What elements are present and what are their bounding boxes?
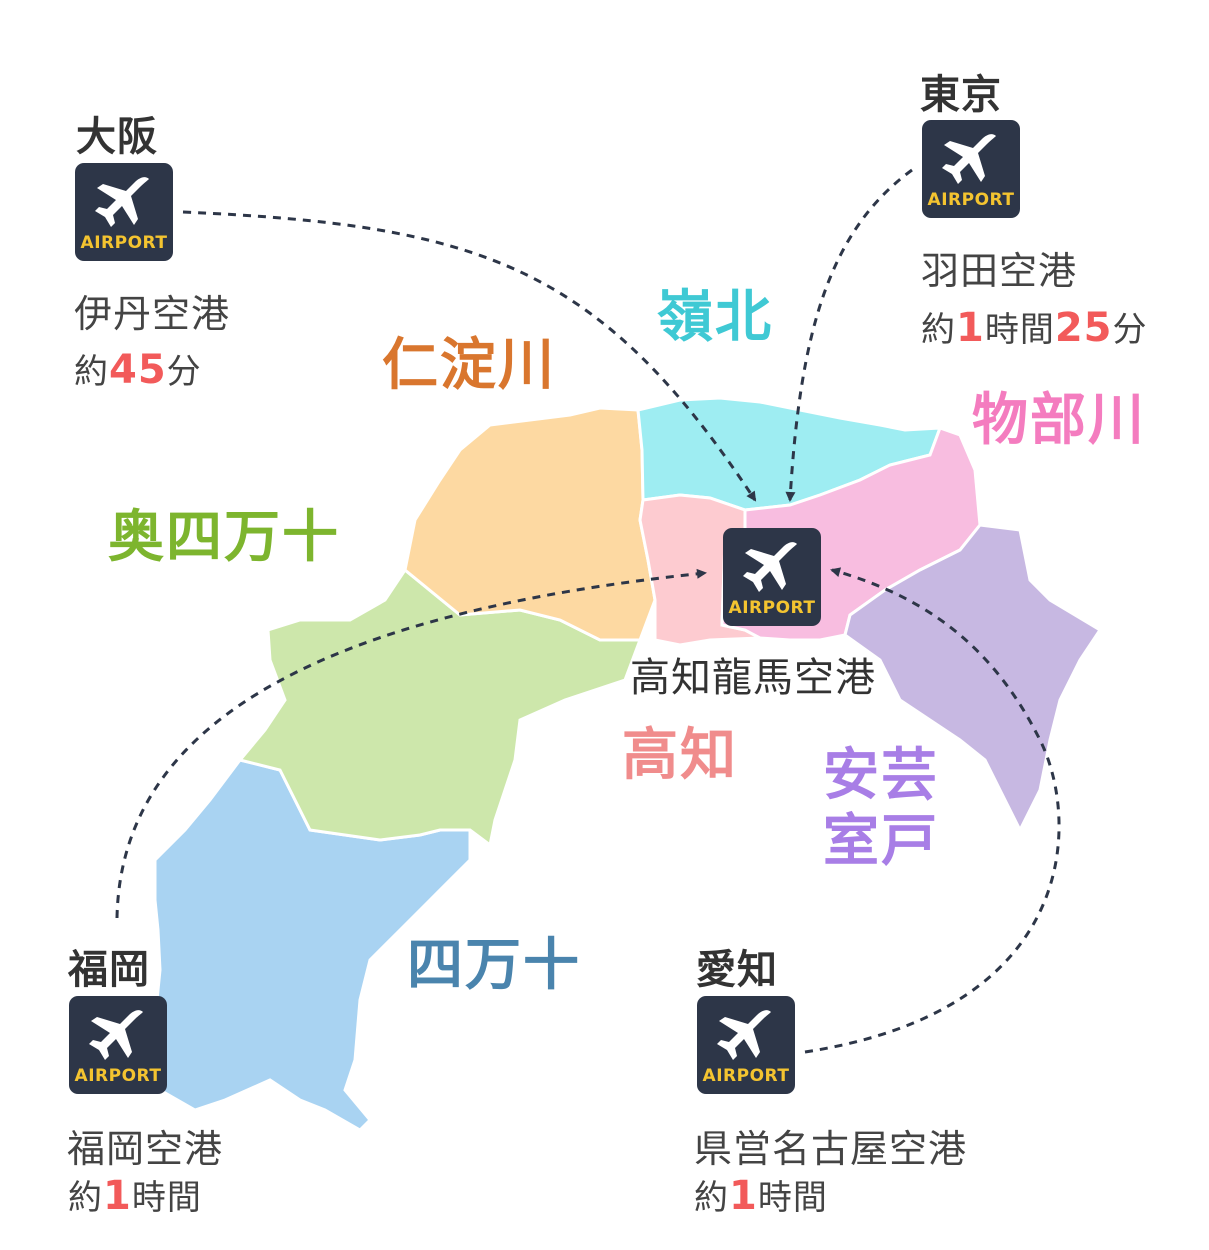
region-label-niyodogawa: 仁淀川 xyxy=(382,333,556,398)
region-area-aki-muroto xyxy=(843,523,1103,834)
time-number: 45 xyxy=(109,347,167,393)
region-label-monobegawa: 物部川 xyxy=(972,388,1146,453)
time-unit: 時間 xyxy=(757,1178,828,1218)
icon-label: AIRPORT xyxy=(927,190,1015,210)
airport-name-fukuoka: 福岡空港 xyxy=(67,1127,224,1171)
icon-label: AIRPORT xyxy=(702,1066,790,1086)
airport-icon-hub: AIRPORT xyxy=(723,528,821,626)
time-unit: 分 xyxy=(166,352,202,392)
airplane-icon xyxy=(717,1010,771,1060)
route-line-tokyo xyxy=(785,168,913,502)
airport-name-tokyo: 羽田空港 xyxy=(921,249,1078,293)
time-prefix: 約 xyxy=(921,310,956,350)
route-line-osaka xyxy=(182,210,757,502)
time-number: 1 xyxy=(729,1173,758,1219)
icon-label: AIRPORT xyxy=(80,233,168,253)
time-prefix: 約 xyxy=(694,1178,729,1218)
airport-icon-tokyo: AIRPORT xyxy=(922,120,1020,218)
region-area-niyodogawa xyxy=(403,406,657,642)
time-number: 1 xyxy=(103,1173,132,1219)
airport-name-aichi: 県営名古屋空港 xyxy=(694,1127,968,1171)
airplane-icon xyxy=(95,177,149,227)
icon-label: AIRPORT xyxy=(74,1066,162,1086)
region-label-aki-muroto: 安芸 室戸 xyxy=(823,743,939,875)
city-label-tokyo: 東京 xyxy=(920,72,1002,118)
airport-icon-osaka: AIRPORT xyxy=(75,163,173,261)
airport-icon-aichi: AIRPORT xyxy=(697,996,795,1094)
time-number: 1 xyxy=(956,305,985,351)
city-label-fukuoka: 福岡 xyxy=(68,947,150,993)
hub-airport-name: 高知龍馬空港 xyxy=(630,655,876,701)
route-line-fukuoka xyxy=(115,568,707,919)
airplane-icon xyxy=(743,542,797,592)
region-label-kochi: 高知 xyxy=(622,723,738,788)
region-label-okushimanto: 奥四万十 xyxy=(108,505,340,570)
airport-name-osaka: 伊丹空港 xyxy=(74,292,231,336)
time-prefix: 約 xyxy=(74,352,109,392)
region-label-reihoku: 嶺北 xyxy=(657,285,773,350)
city-label-osaka: 大阪 xyxy=(76,114,158,160)
icon-label: AIRPORT xyxy=(728,598,816,618)
time-unit: 時間 xyxy=(131,1178,202,1218)
city-label-aichi: 愛知 xyxy=(696,947,778,993)
airport-icon-fukuoka: AIRPORT xyxy=(69,996,167,1094)
region-label-shimanto: 四万十 xyxy=(407,933,581,998)
travel-time-osaka: 約45分 xyxy=(74,344,202,393)
travel-time-tokyo: 約1時間25分 xyxy=(921,302,1148,351)
time-number: 25 xyxy=(1054,305,1113,351)
time-unit: 分 xyxy=(1112,310,1148,350)
time-prefix: 約 xyxy=(68,1178,103,1218)
time-unit: 時間 xyxy=(984,310,1055,350)
travel-time-fukuoka: 約1時間 xyxy=(68,1170,202,1219)
travel-time-aichi: 約1時間 xyxy=(694,1170,828,1219)
airplane-icon xyxy=(89,1010,143,1060)
airplane-icon xyxy=(942,134,996,184)
